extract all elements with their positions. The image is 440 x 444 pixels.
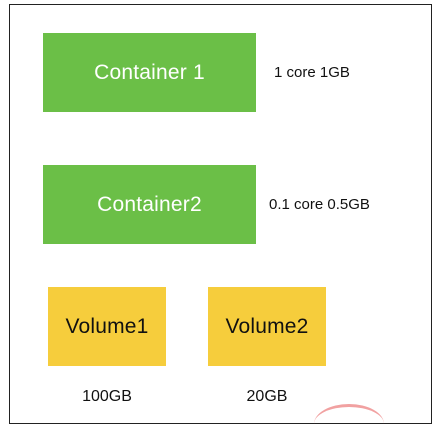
container-1-label: Container 1 [94, 60, 205, 84]
volume-2-size: 20GB [246, 388, 288, 405]
cursor-highlight-arc [314, 404, 384, 444]
volume-2-label: Volume2 [225, 314, 309, 338]
container-2-box: Container2 [43, 165, 256, 244]
volume-1-box: Volume1 [48, 287, 166, 366]
container-1-box: Container 1 [43, 33, 256, 112]
volume-2-box: Volume2 [208, 287, 326, 366]
container-2-label: Container2 [97, 192, 202, 216]
container-2-spec: 0.1 core 0.5GB [269, 196, 370, 213]
volume-1-size: 100GB [82, 388, 132, 405]
volume-1-label: Volume1 [65, 314, 149, 338]
container-1-spec: 1 core 1GB [274, 64, 350, 81]
